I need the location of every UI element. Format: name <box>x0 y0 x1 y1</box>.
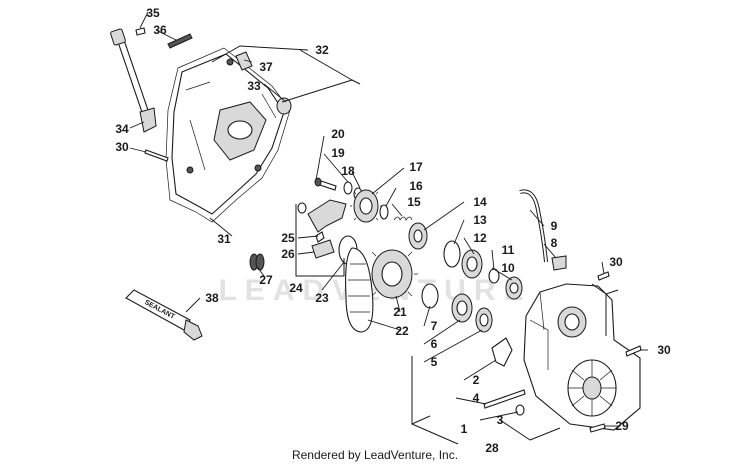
cover-bolt <box>144 149 169 162</box>
cover-bolt-hole <box>186 166 194 174</box>
pin-25 <box>315 231 325 243</box>
callout-20[interactable]: 20 <box>331 127 345 141</box>
callout-6[interactable]: 6 <box>431 337 438 351</box>
cover-bolt-hole <box>254 164 262 172</box>
cover-bolt-hole <box>226 58 234 66</box>
oring-7 <box>421 283 439 309</box>
hose-fitting <box>551 255 567 271</box>
plug <box>235 51 253 71</box>
callout-32[interactable]: 32 <box>315 43 329 57</box>
group-bracket-case <box>591 283 619 336</box>
spring-15 <box>393 216 413 221</box>
callout-38[interactable]: 38 <box>205 291 219 305</box>
cover-hole <box>227 120 253 140</box>
callout-33[interactable]: 33 <box>247 79 261 93</box>
center-components <box>249 177 523 333</box>
callout-labels: 35 36 32 37 33 34 30 31 20 19 18 17 16 1… <box>115 6 671 455</box>
group-bracket-1 <box>411 356 561 445</box>
callout-4[interactable]: 4 <box>473 391 480 405</box>
callout-5[interactable]: 5 <box>431 355 438 369</box>
retainer-clip <box>167 33 193 49</box>
gear-14 <box>408 222 428 250</box>
oil-seal <box>276 97 292 115</box>
ring-16 <box>379 204 389 220</box>
sprocket-21 <box>366 249 418 299</box>
callout-2[interactable]: 2 <box>473 373 480 387</box>
callout-3[interactable]: 3 <box>497 413 504 427</box>
callout-19[interactable]: 19 <box>331 146 345 160</box>
callout-31[interactable]: 31 <box>217 232 231 246</box>
callout-9[interactable]: 9 <box>551 219 558 233</box>
bolt-3 <box>515 404 525 416</box>
bearing-12 <box>461 249 483 279</box>
shoe-26 <box>311 239 335 259</box>
cable-rod <box>117 39 151 119</box>
case-fins <box>567 359 617 417</box>
bolt-29 <box>589 423 606 433</box>
callout-11[interactable]: 11 <box>502 243 515 257</box>
spring-27 <box>249 253 265 271</box>
callout-34[interactable]: 34 <box>115 122 129 136</box>
left-cover-assembly <box>110 27 292 223</box>
callout-1[interactable]: 1 <box>461 422 468 436</box>
callout-8[interactable]: 8 <box>551 236 558 250</box>
callout-10[interactable]: 10 <box>501 261 515 275</box>
callout-28[interactable]: 28 <box>485 441 499 455</box>
callout-35[interactable]: 35 <box>146 6 160 20</box>
callout-27[interactable]: 27 <box>259 273 273 287</box>
sealant-tube: SEALANT <box>125 289 203 341</box>
drive-chain <box>345 247 374 333</box>
tensioner-arm <box>307 199 347 233</box>
callout-12[interactable]: 12 <box>473 231 487 245</box>
callout-26[interactable]: 26 <box>281 247 295 261</box>
callout-13[interactable]: 13 <box>473 213 487 227</box>
cable-end <box>110 28 126 46</box>
callout-30-right-upper[interactable]: 30 <box>609 255 623 269</box>
callout-22[interactable]: 22 <box>395 324 409 338</box>
callout-24[interactable]: 24 <box>289 281 303 295</box>
callout-25[interactable]: 25 <box>281 231 295 245</box>
case-bolt-upper <box>597 271 610 281</box>
footer-credit: Rendered by LeadVenture, Inc. <box>291 448 459 462</box>
callout-29[interactable]: 29 <box>615 419 629 433</box>
callout-30-left[interactable]: 30 <box>115 140 129 154</box>
group-bracket-32 <box>211 45 361 103</box>
callout-16[interactable]: 16 <box>409 179 423 193</box>
callout-23[interactable]: 23 <box>315 291 329 305</box>
group-bracket-24 <box>295 204 345 277</box>
callout-17[interactable]: 17 <box>409 160 423 174</box>
small-screw <box>135 27 146 36</box>
callout-7[interactable]: 7 <box>431 319 438 333</box>
callout-14[interactable]: 14 <box>473 195 487 209</box>
callout-36[interactable]: 36 <box>153 23 167 37</box>
bracket-2 <box>491 337 513 367</box>
washer-small <box>297 202 307 214</box>
callout-18[interactable]: 18 <box>341 164 355 178</box>
bearing-6 <box>451 293 473 323</box>
cable-bracket <box>139 107 157 133</box>
tube-body <box>125 289 191 331</box>
callout-21[interactable]: 21 <box>393 305 407 319</box>
gear-17 <box>350 189 382 223</box>
leader-lines <box>129 11 648 427</box>
bearing-10 <box>505 276 523 300</box>
bolt-4 <box>483 389 526 409</box>
callout-37[interactable]: 37 <box>259 60 273 74</box>
washer-19 <box>343 181 353 195</box>
callout-15[interactable]: 15 <box>407 195 421 209</box>
oring-13 <box>443 240 461 268</box>
tube-nozzle <box>183 319 203 341</box>
right-case-assembly <box>483 189 642 433</box>
callout-30-right-lower[interactable]: 30 <box>657 343 671 357</box>
